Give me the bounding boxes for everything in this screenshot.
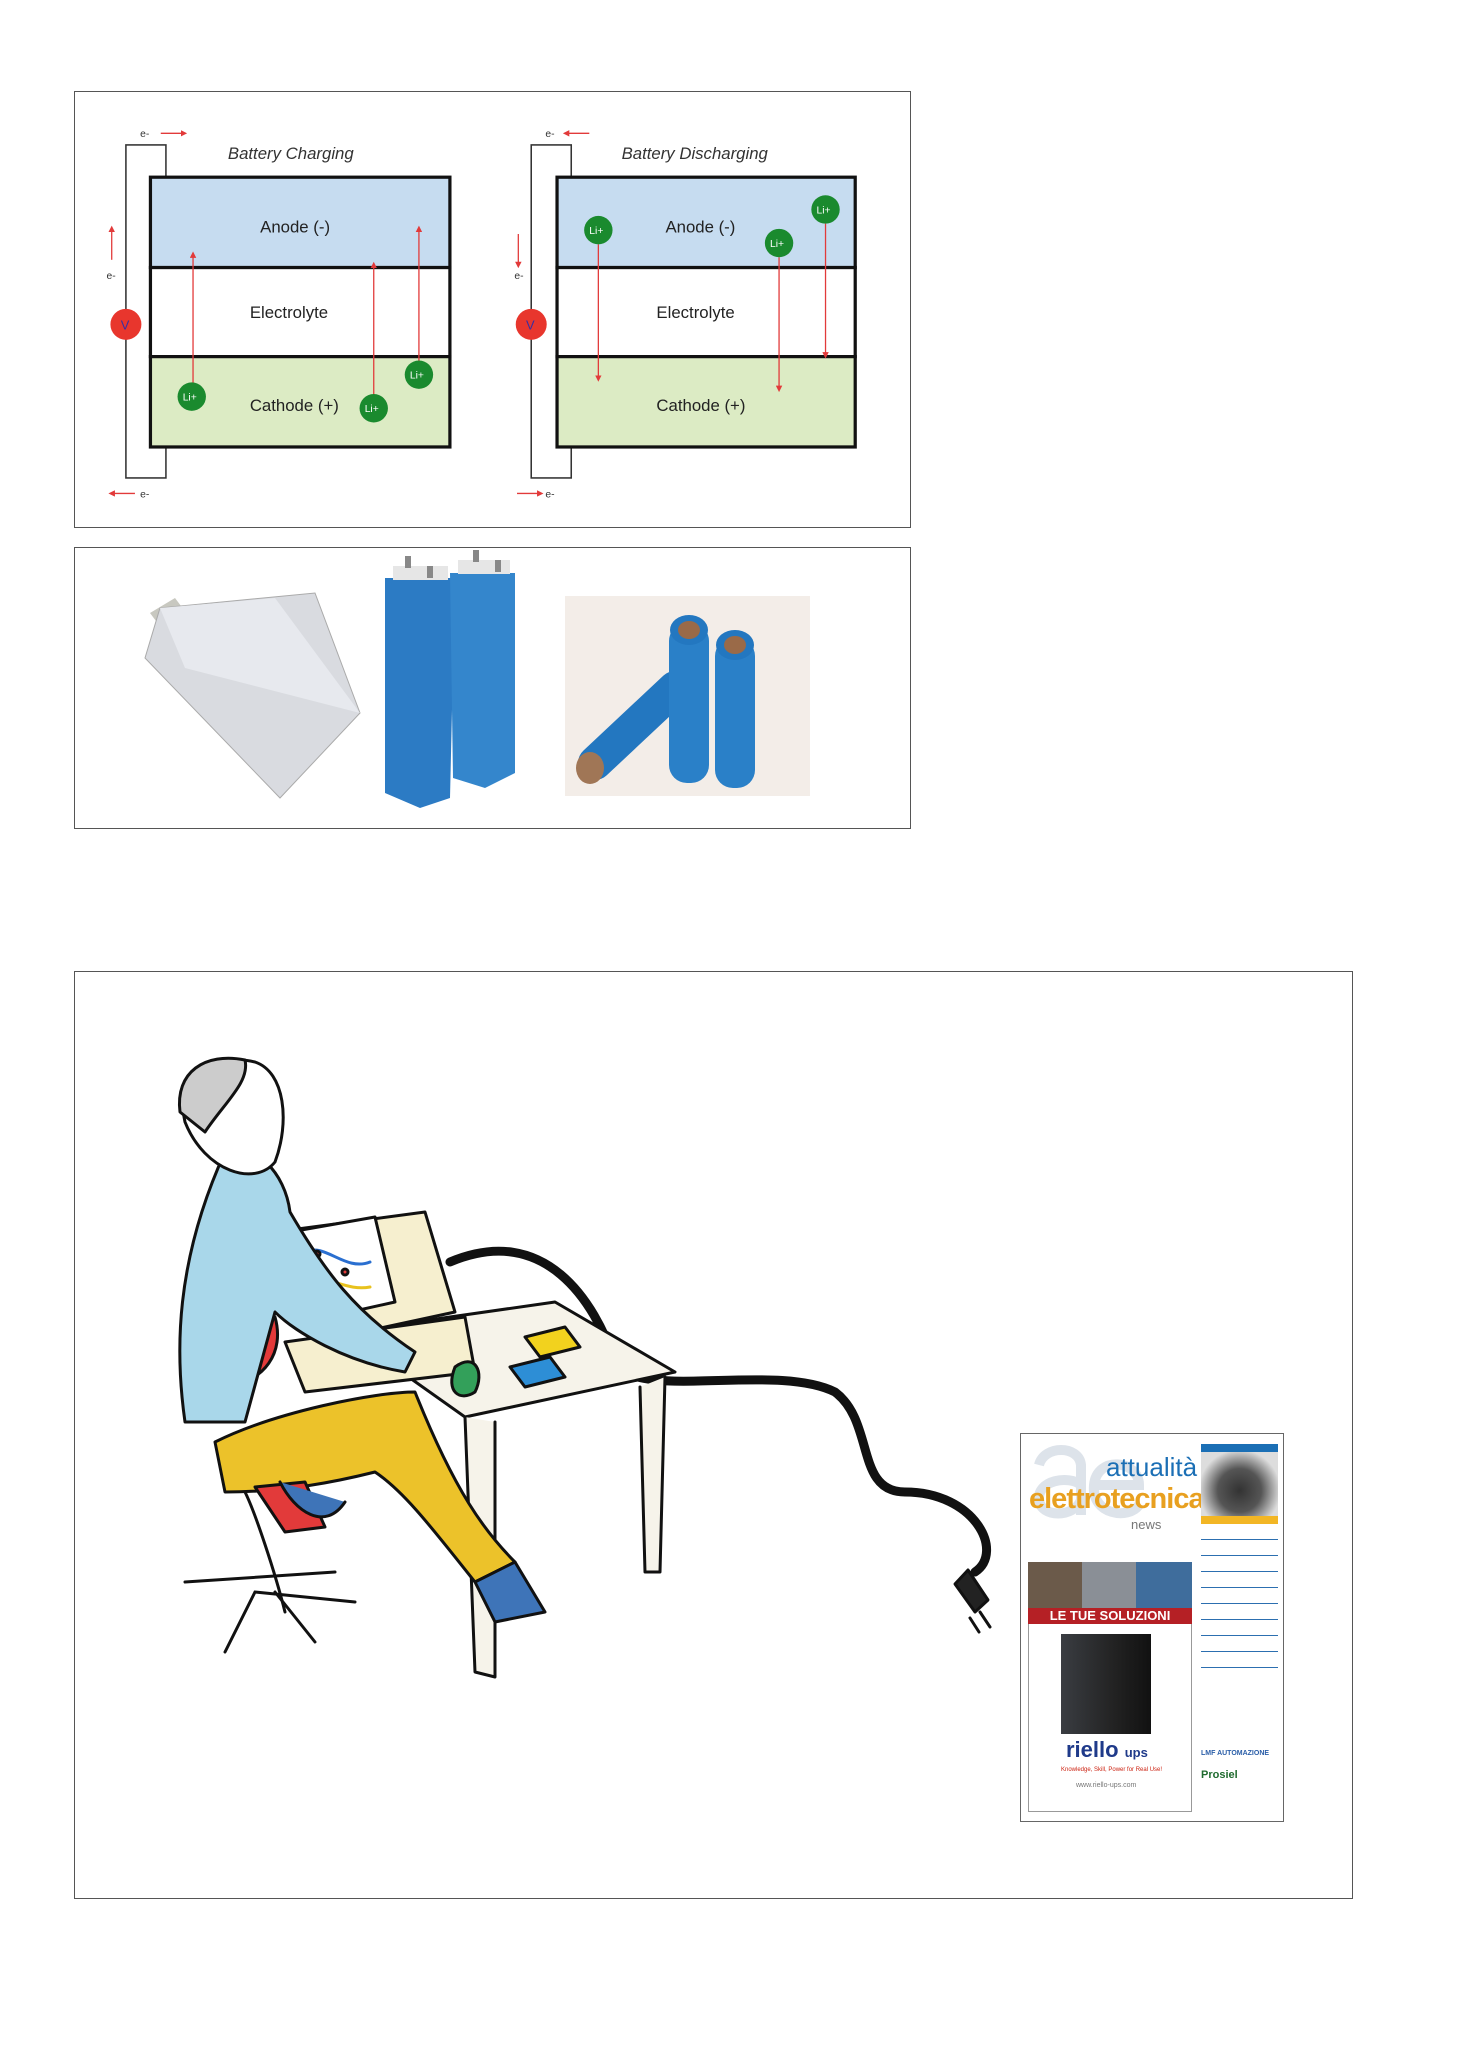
meter-label: V (526, 318, 535, 333)
electrolyte-label: Electrolyte (656, 303, 734, 322)
li-ion-icon: Li+ (177, 382, 206, 411)
ion-label: Li+ (770, 239, 784, 250)
electron-label: e- (514, 271, 523, 282)
ion-label: Li+ (410, 371, 424, 382)
battery-diagram: Battery Charging Anode (-) Electrolyte C… (107, 129, 857, 500)
cover-logo-line1: attualità (1106, 1452, 1198, 1482)
cover-sidebar (1201, 1444, 1278, 1668)
brand-name: riello (1066, 1737, 1119, 1762)
sponsor-lmf: LMF AUTOMAZIONE (1201, 1750, 1270, 1757)
sponsor-prosiel: Prosiel (1201, 1769, 1238, 1781)
cover-logo-mark (1034, 1445, 1145, 1519)
cover-banner: LE TUE SOLUZIONI (1028, 1608, 1192, 1624)
cover-url: www.riello-ups.com (1076, 1782, 1137, 1789)
li-ion-icon: Li+ (404, 360, 434, 389)
battery-photos-panel (74, 547, 911, 829)
cylindrical-cell-image (565, 596, 810, 796)
ion-label: Li+ (816, 205, 830, 216)
anode-label: Anode (-) (260, 218, 330, 237)
electron-label: e- (140, 489, 149, 500)
meter-label: V (121, 318, 130, 333)
anode-label: Anode (-) (665, 218, 735, 237)
ion-label: Li+ (365, 404, 379, 415)
charging-diagram: Battery Charging Anode (-) Electrolyte C… (107, 129, 452, 500)
li-ion-icon: Li+ (584, 215, 613, 245)
ion-label: Li+ (589, 226, 603, 237)
illustration-panel: attualità elettrotecnica news LE TUE SOL… (74, 971, 1353, 1899)
cover-logo-line2: elettrotecnica (1029, 1483, 1205, 1515)
person-at-computer-illustration (177, 1056, 992, 1679)
prismatic-cell-image (385, 550, 515, 808)
voltmeter-icon (515, 308, 547, 340)
plug-icon (953, 1568, 992, 1634)
electron-label: e- (107, 271, 116, 282)
cover-tagline: Knowledge, Skill, Power for Real Use! (1061, 1767, 1163, 1773)
charging-title: Battery Charging (228, 144, 354, 163)
cover-logo-line3: news (1131, 1517, 1162, 1532)
cathode-label: Cathode (+) (656, 396, 745, 415)
cover-photo-strip (1028, 1562, 1192, 1608)
discharging-diagram: Battery Discharging Anode (-) Electrolyt… (514, 129, 857, 500)
brand-suffix: ups (1124, 1745, 1148, 1760)
cathode-label: Cathode (+) (250, 396, 339, 415)
pouch-cell-image (144, 592, 361, 799)
electron-label: e- (140, 129, 149, 140)
electrolyte-label: Electrolyte (250, 303, 328, 322)
battery-photos (144, 550, 810, 808)
ion-label: Li+ (183, 393, 197, 404)
battery-diagram-panel: Battery Charging Anode (-) Electrolyte C… (74, 91, 911, 528)
datacenter-image (1201, 1452, 1278, 1516)
electron-label: e- (545, 489, 554, 500)
li-ion-icon: Li+ (764, 228, 794, 258)
discharging-title: Battery Discharging (622, 144, 769, 163)
voltmeter-icon (110, 308, 142, 340)
li-ion-icon: Li+ (359, 394, 388, 423)
magazine-cover: attualità elettrotecnica news LE TUE SOL… (1020, 1433, 1284, 1822)
ups-cabinet-image (1061, 1634, 1151, 1734)
li-ion-icon: Li+ (811, 195, 840, 224)
cover-brand: riello ups (1066, 1737, 1148, 1765)
electron-label: e- (545, 129, 554, 140)
